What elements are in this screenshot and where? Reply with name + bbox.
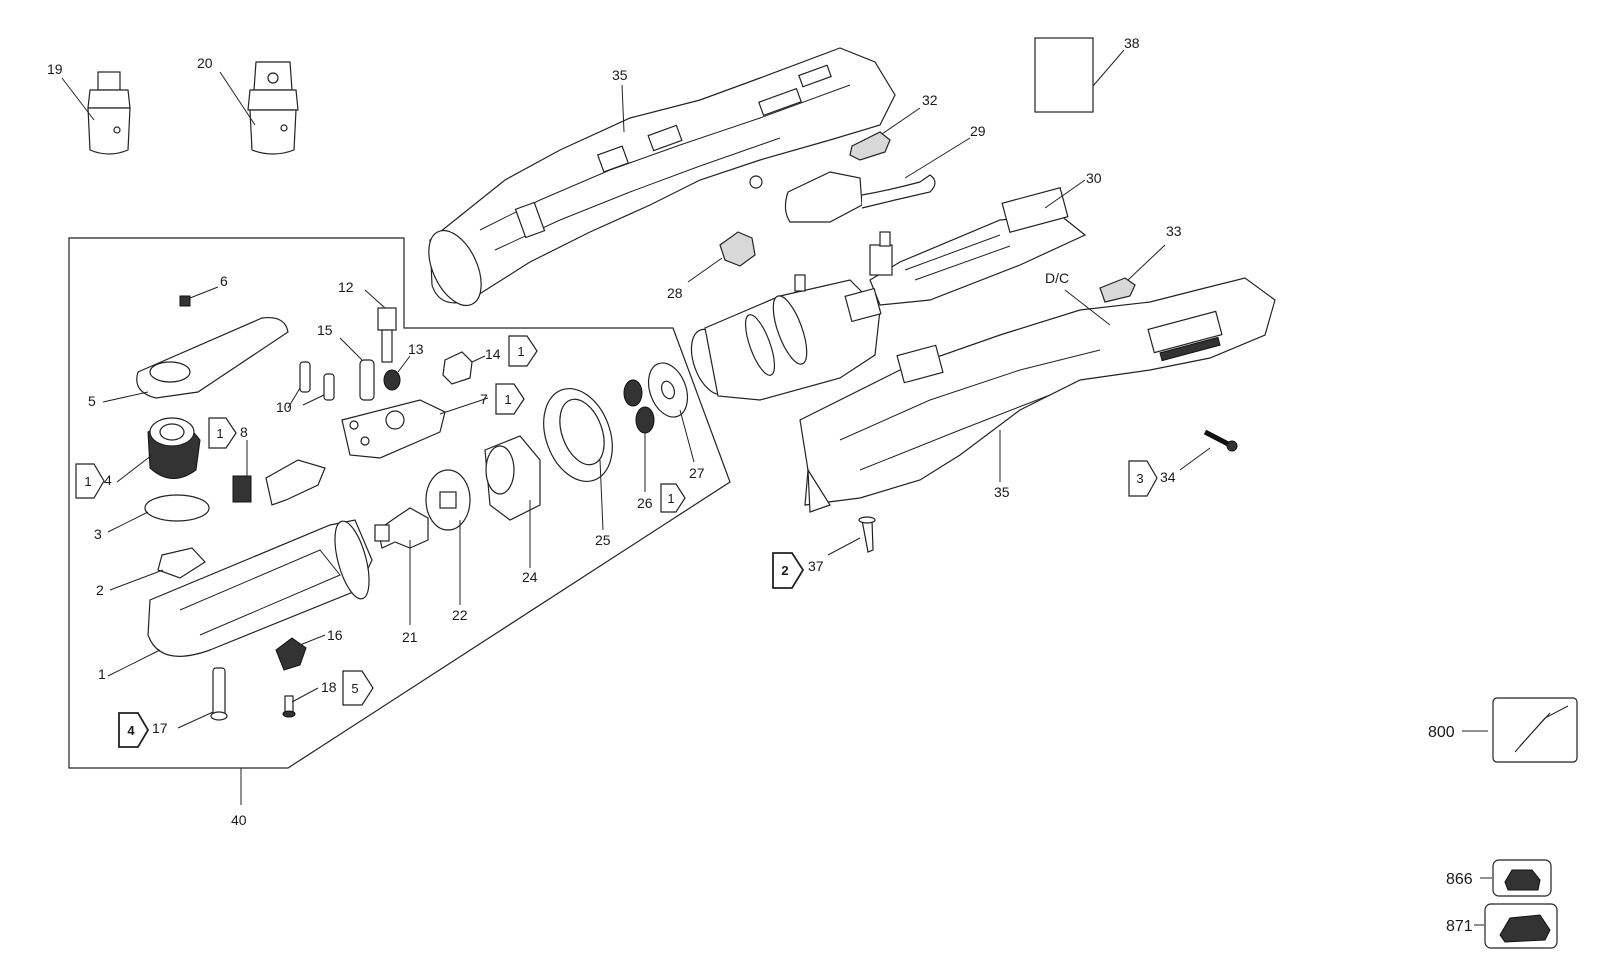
part-16-bushing: [275, 634, 326, 671]
callout-37: 37: [808, 558, 824, 574]
part-35-upper-housing: [428, 47, 896, 307]
part-34-screw: [1179, 429, 1238, 471]
part-3-washer: [144, 494, 210, 522]
part-13-spring: [383, 355, 411, 391]
callout-12: 12: [338, 279, 354, 295]
part-21-anvil: [374, 507, 429, 625]
callout-4: 4: [104, 472, 112, 488]
tag-18: 5: [342, 670, 374, 706]
callout-14: 14: [485, 346, 501, 362]
tag-37: 2: [772, 552, 805, 589]
part-37-screw: [827, 516, 876, 556]
part-6-screw: [179, 286, 219, 307]
part-24-carrier: [484, 435, 541, 568]
kit-boundary: [68, 237, 731, 769]
callout-13: 13: [408, 341, 424, 357]
callout-18: 18: [321, 679, 337, 695]
part-4-selector-ring: [116, 417, 201, 483]
tag-14-text: 1: [517, 344, 524, 359]
part-12-bolt: [364, 289, 397, 363]
part-15-pin: [339, 337, 375, 401]
motor-assembly: [690, 274, 882, 401]
tag-14: 1: [508, 335, 538, 367]
tag-8: 1: [208, 417, 237, 449]
part-20-adapter: [247, 61, 299, 155]
callout-8: 8: [240, 424, 248, 440]
callout-38: 38: [1124, 35, 1140, 51]
callout-871: 871: [1446, 918, 1473, 935]
part-1-head-housing: [107, 519, 373, 677]
callout-7: 7: [480, 391, 488, 407]
callout-16: 16: [327, 627, 343, 643]
part-28-switch: [687, 231, 756, 283]
part-8-pawl: [232, 440, 326, 506]
part-871-battery: [1474, 903, 1558, 949]
tag-34: 3: [1128, 460, 1158, 497]
part-29-boot: [784, 137, 971, 223]
part-17-pin: [177, 667, 228, 729]
tag-7-text: 1: [504, 392, 511, 407]
callout-6: 6: [220, 273, 228, 289]
callout-19: 19: [47, 61, 63, 77]
callout-25: 25: [595, 532, 611, 548]
part-10-pins: [287, 361, 335, 409]
part-30-switch-board: [869, 179, 1087, 306]
part-35-lower-housing: [799, 277, 1276, 513]
part-800-accessory: [1462, 697, 1578, 763]
callout-3: 3: [94, 526, 102, 542]
callout-2: 2: [96, 582, 104, 598]
tag-4-text: 1: [84, 474, 91, 489]
callout-dc: D/C: [1045, 270, 1069, 286]
callout-32: 32: [922, 92, 938, 108]
callout-800: 800: [1428, 724, 1455, 741]
callout-15: 15: [317, 322, 333, 338]
callout-28: 28: [667, 285, 683, 301]
part-5-cover-plate: [102, 316, 289, 403]
tag-17: 4: [118, 712, 150, 748]
part-26-gears: [623, 379, 655, 492]
callout-30: 30: [1086, 170, 1102, 186]
part-27-washer: [647, 362, 695, 463]
tag-26: 1: [660, 483, 686, 513]
callout-33: 33: [1166, 223, 1182, 239]
part-22-cage: [425, 469, 471, 605]
tag-17-text: 4: [127, 723, 135, 738]
callout-866: 866: [1446, 871, 1473, 888]
callout-20: 20: [197, 55, 213, 71]
callout-24: 24: [522, 569, 538, 585]
part-25-ring-gear: [543, 387, 613, 531]
callout-35-bottom: 35: [994, 484, 1010, 500]
callout-5: 5: [88, 393, 96, 409]
part-18-screw: [282, 687, 319, 718]
callout-1: 1: [98, 666, 106, 682]
tag-8-text: 1: [216, 426, 223, 441]
part-14-nut: [442, 351, 486, 385]
part-866-battery: [1480, 859, 1552, 897]
tag-34-text: 3: [1136, 471, 1143, 486]
part-19-adapter: [87, 71, 131, 155]
tag-26-text: 1: [667, 491, 674, 506]
callout-35-top: 35: [612, 67, 628, 83]
tag-18-text: 5: [351, 681, 358, 696]
part-2-gasket: [157, 547, 206, 579]
part-7-yoke: [341, 397, 489, 459]
callout-34: 34: [1160, 469, 1176, 485]
tag-4: 1: [75, 463, 105, 499]
callout-29: 29: [970, 123, 986, 139]
callout-17: 17: [152, 720, 168, 736]
callout-22: 22: [452, 607, 468, 623]
part-32-clip: [849, 131, 891, 161]
callout-27: 27: [689, 465, 705, 481]
part-38-manual: [1034, 37, 1094, 113]
tag-7: 1: [495, 383, 525, 415]
callout-26: 26: [637, 495, 653, 511]
tag-37-text: 2: [781, 563, 788, 578]
part-33-clip: [1099, 277, 1136, 303]
callout-10: 10: [276, 399, 292, 415]
callout-21: 21: [402, 629, 418, 645]
callout-40: 40: [231, 812, 247, 828]
